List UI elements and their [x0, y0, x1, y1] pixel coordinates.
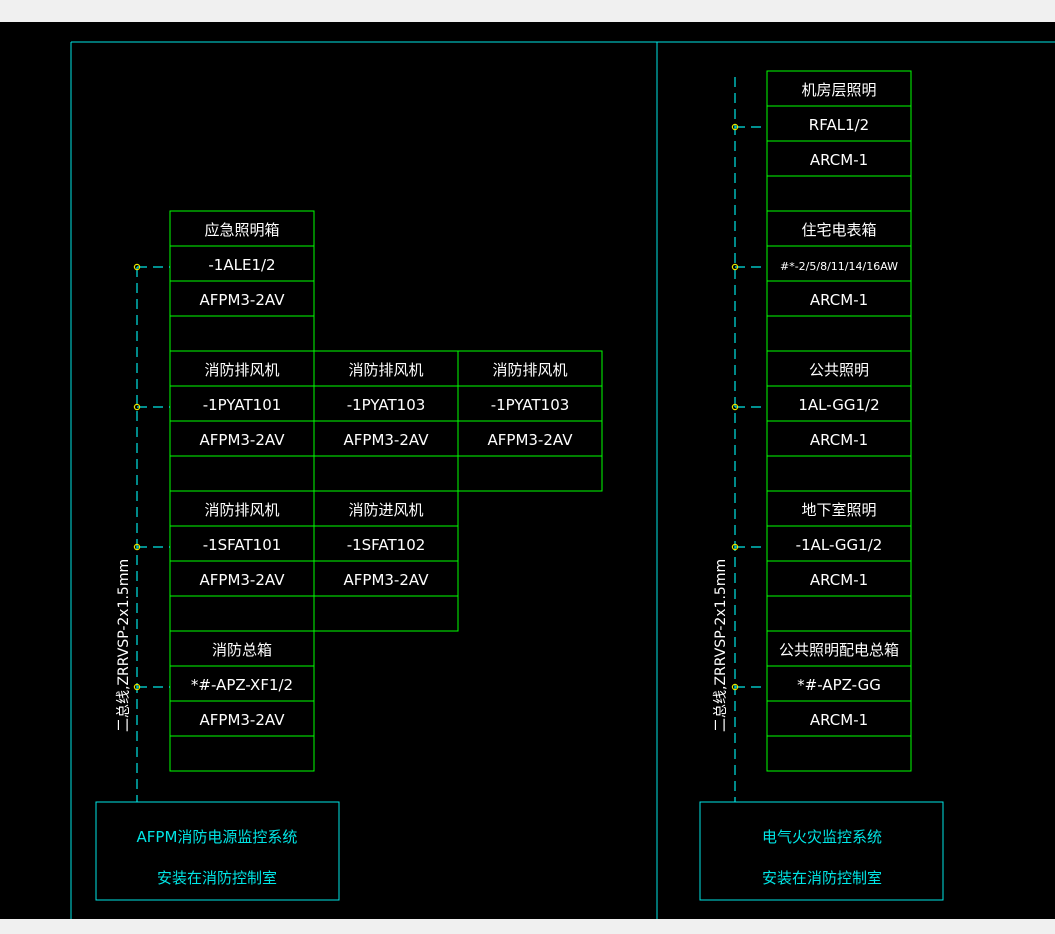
- device-name: 公共照明: [809, 361, 869, 379]
- device-model: AFPM3-2AV: [488, 431, 574, 449]
- bus-junction-node: [731, 123, 739, 131]
- device-name: 消防排风机: [204, 361, 279, 379]
- device-model: ARCM-1: [810, 151, 868, 169]
- bus-junction-node: [133, 263, 141, 271]
- right-system-box: [699, 801, 944, 901]
- device-model: ARCM-1: [810, 571, 868, 589]
- device-name: 消防进风机: [348, 501, 423, 519]
- device-code: *#-APZ-GG: [797, 676, 881, 694]
- device-code: -1PYAT103: [491, 396, 570, 414]
- device-model: AFPM3-2AV: [200, 571, 286, 589]
- left-system-location: 安装在消防控制室: [157, 869, 277, 887]
- bus-junction-node: [133, 543, 141, 551]
- wiring-diagram: 应急照明箱-1ALE1/2AFPM3-2AV消防排风机-1PYAT101AFPM…: [70, 41, 1055, 919]
- right-cable-label: 二总线,ZRRVSP-2x1.5mm: [713, 559, 729, 732]
- device-name: 消防排风机: [348, 361, 423, 379]
- left-system-box: [95, 801, 340, 901]
- device-code: RFAL1/2: [809, 116, 869, 134]
- device-name: 消防排风机: [492, 361, 567, 379]
- device-name: 公共照明配电总箱: [779, 641, 899, 659]
- bus-junction-node: [731, 543, 739, 551]
- device-code: 1AL-GG1/2: [798, 396, 879, 414]
- device-code: -1ALE1/2: [208, 256, 275, 274]
- left-system-title: AFPM消防电源监控系统: [137, 828, 298, 846]
- device-code: -1PYAT103: [347, 396, 426, 414]
- device-model: AFPM3-2AV: [344, 431, 430, 449]
- device-code: #*-2/5/8/11/14/16AW: [780, 260, 898, 273]
- right-system-title: 电气火灾监控系统: [762, 828, 882, 846]
- device-model: ARCM-1: [810, 711, 868, 729]
- device-name: 住宅电表箱: [801, 221, 876, 239]
- device-model: ARCM-1: [810, 431, 868, 449]
- bus-junction-node: [133, 683, 141, 691]
- bus-junction-node: [731, 263, 739, 271]
- left-cable-label: 二总线,ZRRVSP-2x1.5mm: [116, 559, 132, 732]
- device-name: 应急照明箱: [204, 221, 279, 239]
- right-system-location: 安装在消防控制室: [762, 869, 882, 887]
- device-model: AFPM3-2AV: [200, 711, 286, 729]
- device-name: 消防排风机: [204, 501, 279, 519]
- device-model: AFPM3-2AV: [344, 571, 430, 589]
- device-code: -1AL-GG1/2: [796, 536, 883, 554]
- device-code: -1SFAT102: [347, 536, 426, 554]
- bus-junction-node: [731, 403, 739, 411]
- device-model: AFPM3-2AV: [200, 431, 286, 449]
- device-name: 机房层照明: [801, 81, 876, 99]
- device-code: *#-APZ-XF1/2: [191, 676, 293, 694]
- device-name: 地下室照明: [801, 501, 876, 519]
- device-code: -1PYAT101: [203, 396, 282, 414]
- device-cell: 住宅电表箱 #*-2/5/8/11/14/16AW ARCM-1: [766, 210, 912, 352]
- device-name: 消防总箱: [212, 641, 272, 659]
- device-cell: 公共照明配电总箱 *#-APZ-GG ARCM-1: [766, 630, 912, 772]
- bus-junction-node: [133, 403, 141, 411]
- device-code: -1SFAT101: [203, 536, 282, 554]
- left-monitor-panel: 应急照明箱-1ALE1/2AFPM3-2AV消防排风机-1PYAT101AFPM…: [133, 210, 603, 772]
- device-model: ARCM-1: [810, 291, 868, 309]
- device-model: AFPM3-2AV: [200, 291, 286, 309]
- bus-junction-node: [731, 683, 739, 691]
